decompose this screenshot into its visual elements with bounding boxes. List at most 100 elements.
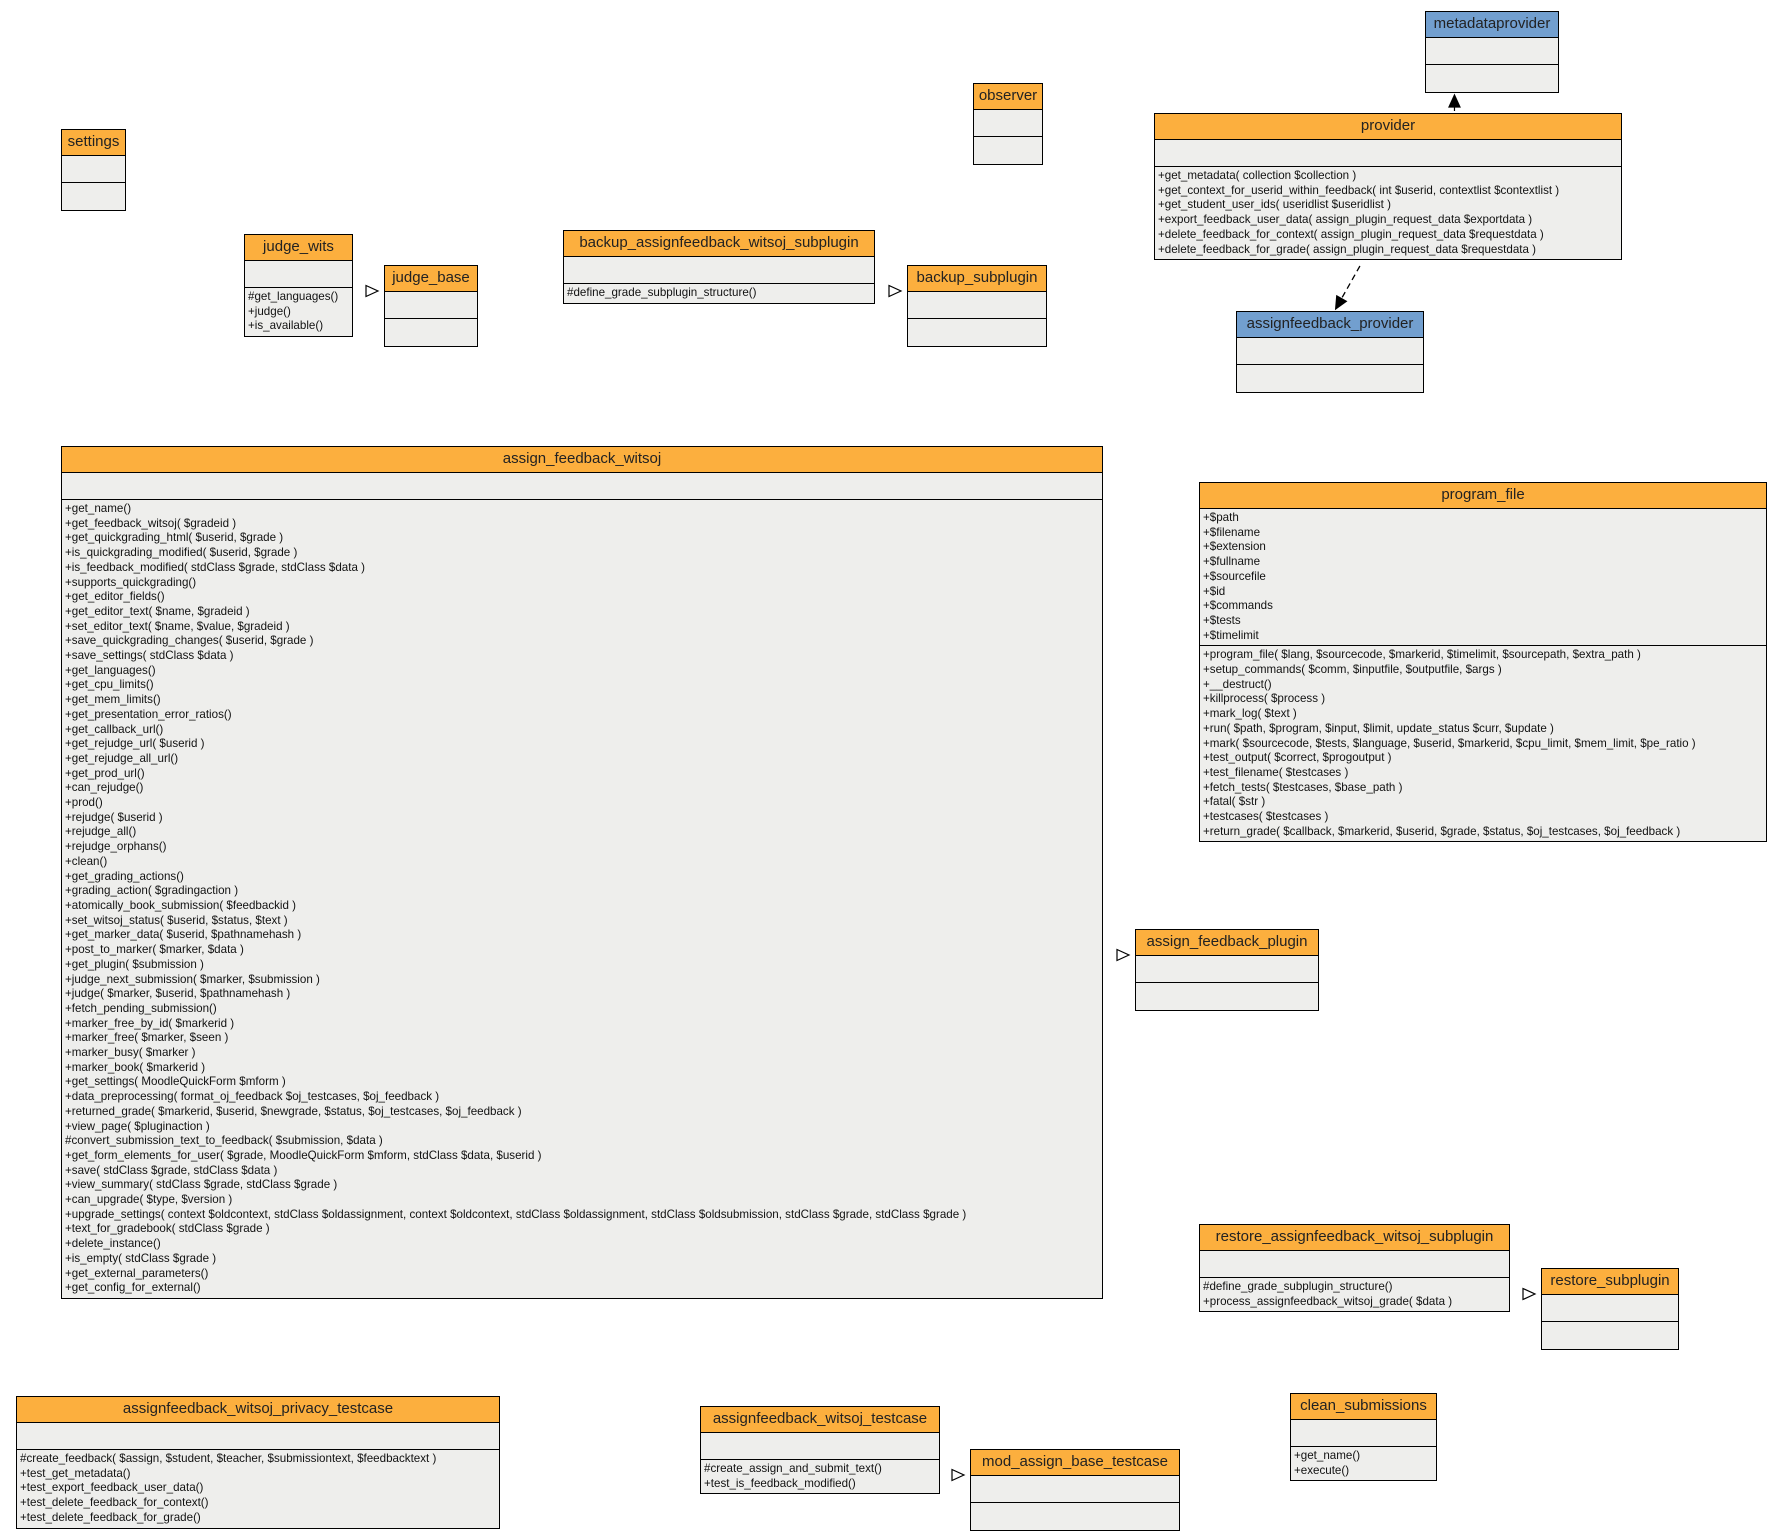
method: +is_feedback_modified( stdClass $grade, …	[65, 560, 365, 574]
attribute: +$path	[1203, 511, 1239, 524]
method: +delete_feedback_for_grade( assign_plugi…	[1158, 242, 1537, 256]
method: +get_metadata( collection $collection )	[1158, 169, 1357, 182]
methods-compartment: +get_name()+execute()	[1291, 1447, 1436, 1480]
method: #define_grade_subplugin_structure()	[567, 286, 757, 299]
class-name: restore_subplugin	[1542, 1269, 1678, 1295]
class-name: observer	[974, 84, 1042, 110]
class-name: judge_wits	[245, 235, 352, 261]
attributes-compartment	[245, 261, 352, 288]
method: +setup_commands( $comm, $inputfile, $out…	[1203, 663, 1502, 677]
class-name: provider	[1155, 114, 1621, 140]
attribute: +$extension	[1203, 540, 1266, 554]
class-box-backup-subplugin: backup_subplugin	[907, 265, 1047, 347]
method: +test_get_metadata()	[20, 1466, 131, 1480]
dependency-arrow	[1334, 294, 1348, 311]
class-box-assign-feedback-plugin: assign_feedback_plugin	[1135, 929, 1319, 1011]
method: +get_config_for_external()	[65, 1281, 201, 1295]
methods-compartment: +get_metadata( collection $collection ) +…	[1155, 167, 1621, 259]
class-name: settings	[62, 130, 125, 156]
method: +test_delete_feedback_for_grade()	[20, 1510, 201, 1524]
method: +return_grade( $callback, $markerid, $us…	[1203, 824, 1681, 838]
method: +judge()	[248, 304, 291, 318]
class-box-judge-base: judge_base	[384, 265, 478, 347]
methods-compartment: #define_grade_subplugin_structure()+proc…	[1200, 1278, 1509, 1311]
methods-compartment: #get_languages()+judge()+is_available()	[245, 288, 352, 336]
method: +supports_quickgrading()	[65, 575, 197, 589]
attributes-compartment	[1155, 140, 1621, 167]
method: +set_editor_text( $name, $value, $gradei…	[65, 619, 290, 633]
method: +get_grading_actions()	[65, 869, 184, 883]
class-name: backup_assignfeedback_witsoj_subplugin	[564, 231, 874, 257]
class-name: clean_submissions	[1291, 1394, 1436, 1420]
class-name: assign_feedback_plugin	[1136, 930, 1318, 956]
attributes-compartment	[62, 156, 125, 183]
method: +get_name()	[1294, 1449, 1361, 1462]
method: +get_plugin( $submission )	[65, 957, 204, 971]
class-name: mod_assign_base_testcase	[971, 1450, 1179, 1476]
method: +marker_busy( $marker )	[65, 1046, 196, 1060]
attributes-compartment	[385, 292, 477, 319]
attributes-compartment	[1237, 338, 1423, 365]
method: +get_student_user_ids( useridlist $useri…	[1158, 198, 1391, 212]
method: +can_upgrade( $type, $version )	[65, 1193, 233, 1207]
method: #create_feedback( $assign, $student, $te…	[20, 1452, 437, 1465]
methods-compartment: +program_file( $lang, $sourcecode, $mark…	[1200, 646, 1766, 841]
method: +program_file( $lang, $sourcecode, $mark…	[1203, 648, 1641, 662]
method: #create_assign_and_submit_text()	[704, 1462, 882, 1475]
class-name: backup_subplugin	[908, 266, 1046, 292]
method: +delete_feedback_for_context( assign_plu…	[1158, 227, 1544, 241]
inheritance-arrow	[365, 284, 380, 298]
method: +testcases( $testcases )	[1203, 810, 1329, 824]
method: +process_assignfeedback_witsoj_grade( $d…	[1203, 1294, 1453, 1308]
method: +get_editor_text( $name, $gradeid )	[65, 604, 250, 618]
inheritance-arrow	[1522, 1287, 1537, 1301]
class-name: assign_feedback_witsoj	[62, 447, 1102, 473]
methods-compartment: #create_feedback( $assign, $student, $te…	[17, 1450, 499, 1528]
class-box-judge-wits: judge_wits #get_languages()+judge()+is_av…	[244, 234, 353, 338]
method: +get_form_elements_for_user( $grade, Moo…	[65, 1148, 542, 1162]
method: +test_export_feedback_user_data()	[20, 1481, 204, 1495]
class-name: program_file	[1200, 483, 1766, 509]
method: +get_feedback_witsoj( $gradeid )	[65, 516, 237, 530]
method: +marker_free( $marker, $seen )	[65, 1031, 229, 1045]
inheritance-arrow	[1116, 948, 1131, 962]
method: +set_witsoj_status( $userid, $status, $t…	[65, 913, 288, 927]
method: +returned_grade( $markerid, $userid, $ne…	[65, 1104, 522, 1118]
method: +judge_next_submission( $marker, $submis…	[65, 972, 320, 986]
method: +is_quickgrading_modified( $userid, $gra…	[65, 546, 298, 560]
class-box-privacy-testcase: assignfeedback_witsoj_privacy_testcase#c…	[16, 1396, 500, 1529]
attribute: +$commands	[1203, 599, 1273, 613]
method: +rejudge_orphans()	[65, 840, 167, 854]
attribute: +$fullname	[1203, 555, 1261, 569]
attributes-compartment	[1136, 956, 1318, 983]
class-box-restore-sub: restore_assignfeedback_witsoj_subplugin#…	[1199, 1224, 1510, 1313]
method: +marker_free_by_id( $markerid )	[65, 1016, 235, 1030]
class-name: metadataprovider	[1426, 12, 1558, 38]
method: +get_marker_data( $userid, $pathnamehash…	[65, 928, 302, 942]
attributes-compartment	[701, 1433, 939, 1460]
method: +text_for_gradebook( stdClass $grade )	[65, 1222, 270, 1236]
class-box-assign-feedback-witsoj: assign_feedback_witsoj+get_name()+get_fe…	[61, 446, 1103, 1299]
attributes-compartment	[1291, 1420, 1436, 1447]
attributes-compartment	[1426, 38, 1558, 65]
method: +export_feedback_user_data( assign_plugi…	[1158, 213, 1533, 227]
method: +mark( $sourcecode, $tests, $language, $…	[1203, 736, 1696, 750]
attributes-compartment	[908, 292, 1046, 319]
method: +data_preprocessing( format_oj_feedback …	[65, 1090, 440, 1104]
method: +fetch_pending_submission()	[65, 1001, 217, 1015]
method: +rejudge_all()	[65, 825, 137, 839]
attributes-compartment	[974, 110, 1042, 137]
method: +execute()	[1294, 1463, 1350, 1477]
method: +is_available()	[248, 319, 324, 333]
class-box-metadataprovider: metadataprovider	[1425, 11, 1559, 93]
method: +get_mem_limits()	[65, 693, 161, 707]
method: +get_rejudge_all_url()	[65, 751, 179, 765]
method: +mark_log( $text )	[1203, 707, 1297, 721]
attributes-compartment: +$path+$filename+$extension+$fullname+$s…	[1200, 509, 1766, 647]
method: +is_empty( stdClass $grade )	[65, 1251, 217, 1265]
class-box-clean-submissions: clean_submissions +get_name()+execute()	[1290, 1393, 1437, 1482]
method: +get_cpu_limits()	[65, 678, 154, 692]
method: +get_callback_url()	[65, 722, 164, 736]
attributes-compartment	[62, 473, 1102, 500]
attributes-compartment	[971, 1476, 1179, 1503]
